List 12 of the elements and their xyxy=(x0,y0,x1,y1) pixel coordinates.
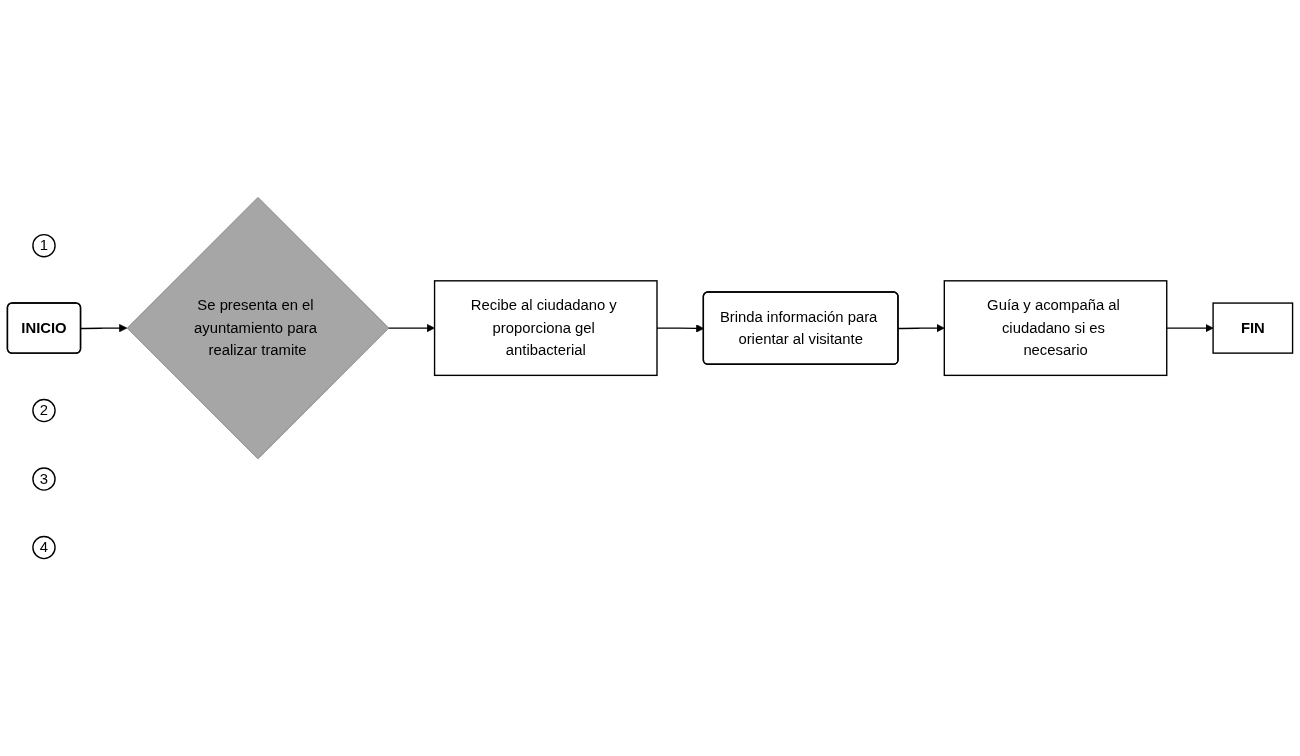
arrow xyxy=(387,324,435,333)
node-circle: 4 xyxy=(32,535,56,560)
arrow xyxy=(1166,324,1214,333)
node-circle: 2 xyxy=(32,398,56,423)
node-box: Guía y acompaña al ciudadano si es necesario xyxy=(943,280,1168,377)
node-box: FIN xyxy=(1212,302,1294,354)
node-circle: 3 xyxy=(32,467,56,491)
node-box: Recibe al ciudadano y proporciona gel antibacterial xyxy=(433,280,658,377)
arrow xyxy=(897,324,945,333)
node-circle: 1 xyxy=(32,233,56,258)
arrow xyxy=(80,324,128,333)
node-diamond: Se presenta en el ayuntamiento para realizar tramite xyxy=(126,196,390,460)
